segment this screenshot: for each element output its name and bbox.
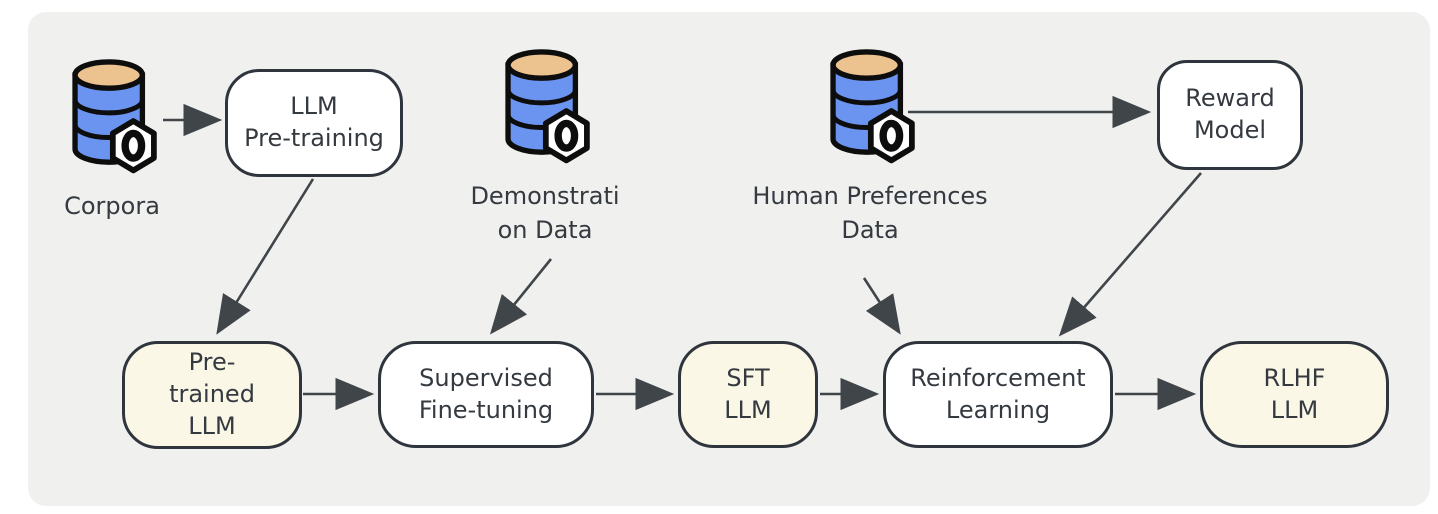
node-label-reward-model: Reward Model [1185,84,1275,144]
node-label-supervised-fine-tuning: Supervised Fine-tuning [418,363,554,424]
node-label-llm-pre-training: LLM Pre-training [244,92,384,152]
datastore-demonstration-data[interactable]: Demonstrati on Data [463,42,627,247]
datastore-label-demonstration-data: Demonstrati on Data [470,182,620,245]
datastore-label-corpora: Corpora [64,192,160,220]
datastore-corpora[interactable]: Corpora [36,52,188,223]
datastore-label-human-preferences-data: Human Preferences Data [752,182,988,245]
node-pre-trained-llm[interactable]: Pre- trained LLM [122,341,302,449]
node-supervised-fine-tuning[interactable]: Supervised Fine-tuning [378,341,594,448]
datastore-human-preferences-data[interactable]: Human Preferences Data [748,42,992,247]
node-reward-model[interactable]: Reward Model [1157,60,1303,170]
node-label-rlhf-llm: RLHF LLM [1263,363,1326,424]
database-icon [72,59,157,174]
database-icon [505,49,590,164]
node-label-reinforcement-learning: Reinforcement Learning [910,363,1086,424]
node-label-pre-trained-llm: Pre- trained LLM [169,348,255,440]
node-rlhf-llm[interactable]: RLHF LLM [1200,341,1389,448]
node-reinforcement-learning[interactable]: Reinforcement Learning [883,341,1113,448]
node-llm-pre-training[interactable]: LLM Pre-training [225,69,403,177]
node-label-sft-llm: SFT LLM [724,363,772,424]
database-icon [830,49,915,164]
node-sft-llm[interactable]: SFT LLM [678,341,818,448]
